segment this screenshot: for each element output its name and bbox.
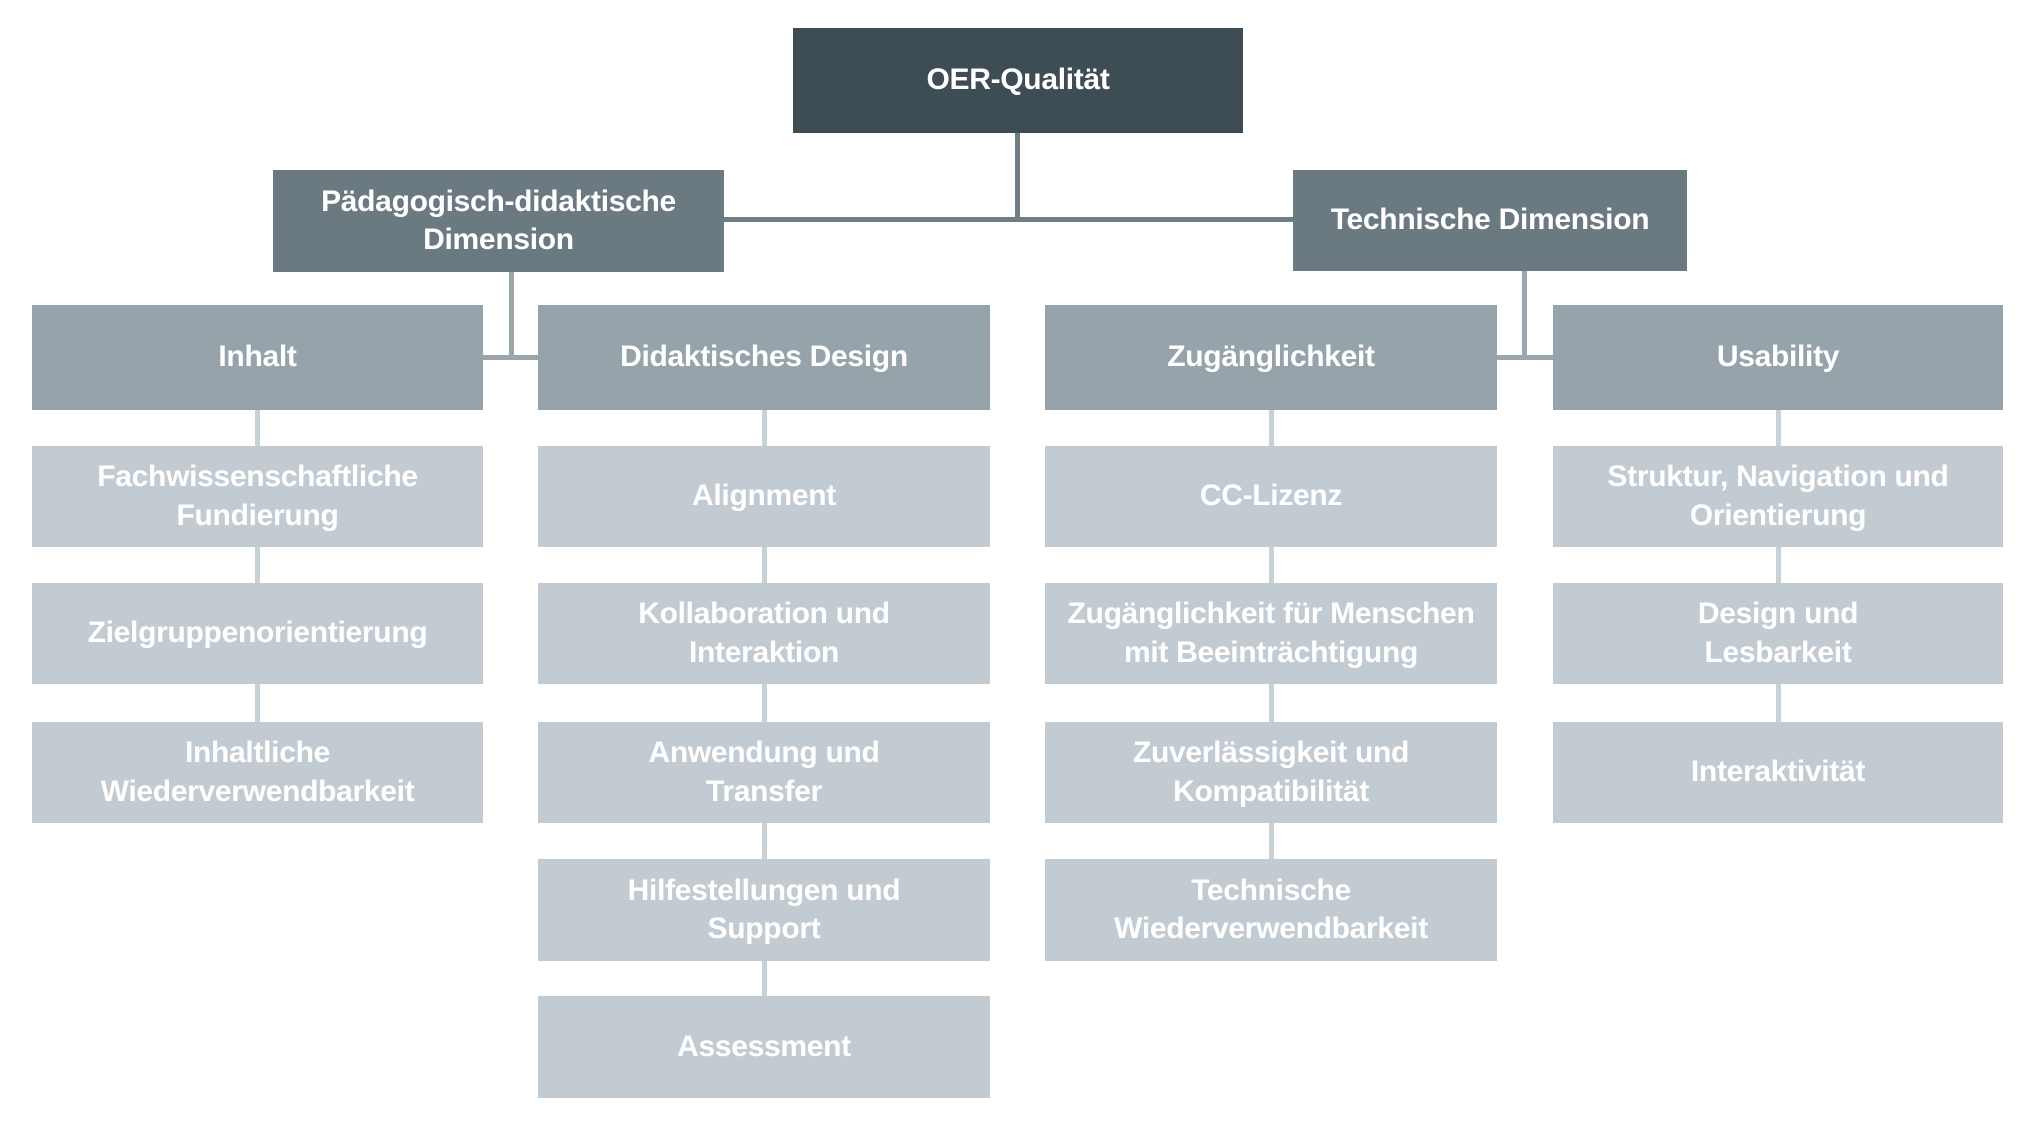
node-alignment: Alignment: [538, 446, 990, 547]
node-assessment: Assessment: [538, 996, 990, 1098]
connector-col4-stub-3: [1776, 682, 1781, 724]
node-zugaenglichkeit: Zugänglichkeit: [1045, 305, 1497, 410]
node-kollaboration-und-interaktion: Kollaboration und Interaktion: [538, 583, 990, 684]
connector-col3-stub-3: [1269, 682, 1274, 724]
connector-col2-stub-3: [762, 682, 767, 724]
connector-col2-stub-2: [762, 545, 767, 585]
node-design-und-lesbarkeit-label: Design und Lesbarkeit: [1697, 597, 1859, 669]
connector-col3-stub-2: [1269, 545, 1274, 585]
node-kollaboration-und-interaktion-label: Kollaboration und Interaktion: [638, 597, 890, 669]
node-technische-wiederverwendbarkeit: Technische Wiederverwendbarkeit: [1045, 859, 1497, 961]
connector-col1-stub-2: [255, 545, 260, 585]
node-zuverlaessigkeit-und-kompatibilitaet: Zuverlässigkeit und Kompatibilität: [1045, 722, 1497, 823]
node-anwendung-und-transfer-label: Anwendung und Transfer: [648, 736, 880, 808]
node-cc-lizenz-label: CC-Lizenz: [1199, 479, 1343, 513]
connector-dim1-vertical: [509, 272, 514, 360]
connector-col1-stub-1: [255, 408, 260, 448]
connector-col3-stub-4: [1269, 820, 1274, 861]
node-didaktisches-design-label: Didaktisches Design: [620, 340, 908, 374]
node-fachwissenschaftliche-fundierung: Fachwissenschaftliche Fundierung: [32, 446, 483, 547]
connector-col1-stub-3: [255, 682, 260, 724]
connector-dim2-horizontal: [1497, 355, 1553, 360]
node-fachwissenschaftliche-fundierung-label: Fachwissenschaftliche Fundierung: [97, 460, 418, 532]
node-inhaltliche-wiederverwendbarkeit: Inhaltliche Wiederverwendbarkeit: [32, 722, 483, 823]
node-interaktivitaet: Interaktivität: [1553, 722, 2003, 823]
connector-col4-stub-2: [1776, 545, 1781, 585]
node-usability: Usability: [1553, 305, 2003, 410]
node-interaktivitaet-label: Interaktivität: [1690, 755, 1866, 789]
node-paedagogisch-didaktische-dimension: Pädagogisch-didaktische Dimension: [273, 170, 724, 272]
node-zielgruppenorientierung-label: Zielgruppenorientierung: [87, 616, 428, 650]
node-anwendung-und-transfer: Anwendung und Transfer: [538, 722, 990, 823]
node-technische-wiederverwendbarkeit-label: Technische Wiederverwendbarkeit: [1114, 873, 1428, 945]
connector-col2-stub-5: [762, 958, 767, 998]
node-zielgruppenorientierung: Zielgruppenorientierung: [32, 583, 483, 684]
node-technische-dimension-label: Technische Dimension: [1330, 203, 1650, 237]
connector-col4-stub-1: [1776, 408, 1781, 448]
node-didaktisches-design: Didaktisches Design: [538, 305, 990, 410]
node-hilfestellungen-und-support-label: Hilfestellungen und Support: [627, 873, 901, 945]
node-technische-dimension: Technische Dimension: [1293, 170, 1687, 271]
connector-col2-stub-4: [762, 820, 767, 861]
node-inhalt: Inhalt: [32, 305, 483, 410]
node-zugaenglichkeit-label: Zugänglichkeit: [1167, 340, 1375, 374]
connector-dim2-vertical: [1522, 271, 1527, 360]
node-paedagogisch-didaktische-dimension-label: Pädagogisch-didaktische Dimension: [321, 184, 676, 256]
connector-dimensions-horizontal: [724, 217, 1293, 222]
node-oer-qualitaet-label: OER-Qualität: [926, 63, 1110, 97]
connector-dim1-horizontal: [483, 355, 538, 360]
node-alignment-label: Alignment: [692, 479, 836, 513]
connector-root-vertical: [1015, 133, 1020, 222]
node-cc-lizenz: CC-Lizenz: [1045, 446, 1497, 547]
node-zugaenglichkeit-fuer-menschen-label: Zugänglichkeit für Menschen mit Beeinträ…: [1067, 597, 1475, 669]
node-zuverlaessigkeit-und-kompatibilitaet-label: Zuverlässigkeit und Kompatibilität: [1132, 736, 1410, 808]
node-usability-label: Usability: [1716, 340, 1840, 374]
node-inhaltliche-wiederverwendbarkeit-label: Inhaltliche Wiederverwendbarkeit: [100, 736, 415, 808]
node-oer-qualitaet: OER-Qualität: [793, 28, 1243, 133]
connector-col2-stub-1: [762, 408, 767, 448]
node-zugaenglichkeit-fuer-menschen: Zugänglichkeit für Menschen mit Beeinträ…: [1045, 583, 1497, 684]
node-inhalt-label: Inhalt: [218, 340, 297, 374]
node-assessment-label: Assessment: [677, 1029, 851, 1063]
connector-col3-stub-1: [1269, 408, 1274, 448]
node-struktur-navigation-orientierung-label: Struktur, Navigation und Orientierung: [1607, 460, 1949, 532]
node-hilfestellungen-und-support: Hilfestellungen und Support: [538, 859, 990, 961]
node-design-und-lesbarkeit: Design und Lesbarkeit: [1553, 583, 2003, 684]
node-struktur-navigation-orientierung: Struktur, Navigation und Orientierung: [1553, 446, 2003, 547]
